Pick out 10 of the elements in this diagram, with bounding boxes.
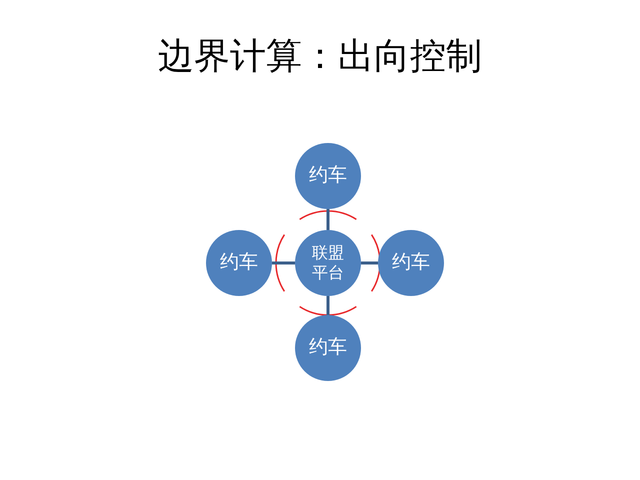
title: 边界计算：出向控制 [157,35,483,79]
connector-line [361,262,378,264]
node-label: 联盟平台 [311,243,345,283]
node-label: 约车 [309,164,347,188]
connector-line [326,209,330,230]
node-label: 约车 [220,251,258,275]
connector-line [272,262,295,264]
connector-line [326,296,330,315]
node-label: 约车 [309,336,347,360]
node-label: 约车 [392,251,430,275]
